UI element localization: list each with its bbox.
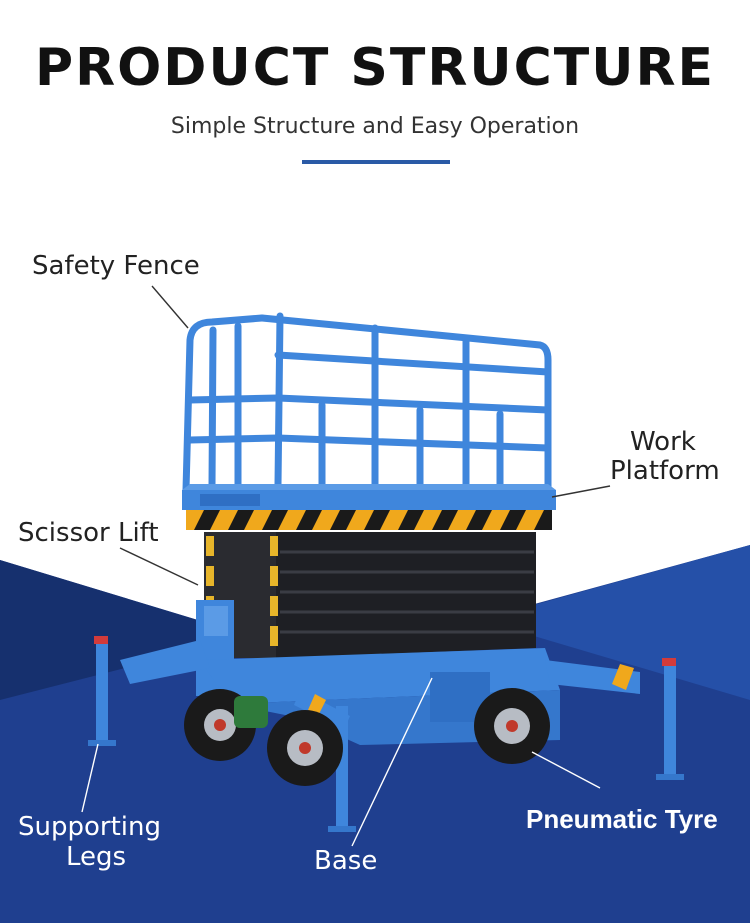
label-scissor-lift: Scissor Lift	[18, 518, 159, 548]
label-pneumatic-tyre: Pneumatic Tyre	[526, 804, 718, 834]
page-subtitle: Simple Structure and Easy Operation	[170, 114, 580, 139]
label-supporting-legs-line1: Supporting	[18, 812, 161, 842]
label-base: Base	[314, 846, 378, 876]
label-work-platform-line2: Platform	[610, 456, 720, 486]
label-work-platform-line1: Work	[630, 427, 696, 457]
safety-fence-rails	[182, 312, 552, 494]
wheel-front-left	[267, 710, 343, 786]
label-supporting-legs-line2: Legs	[66, 842, 127, 872]
label-safety-fence: Safety Fence	[32, 251, 200, 281]
page-title: PRODUCT STRUCTURE	[34, 38, 716, 98]
wheel-right	[474, 688, 550, 764]
title-divider	[302, 160, 450, 164]
